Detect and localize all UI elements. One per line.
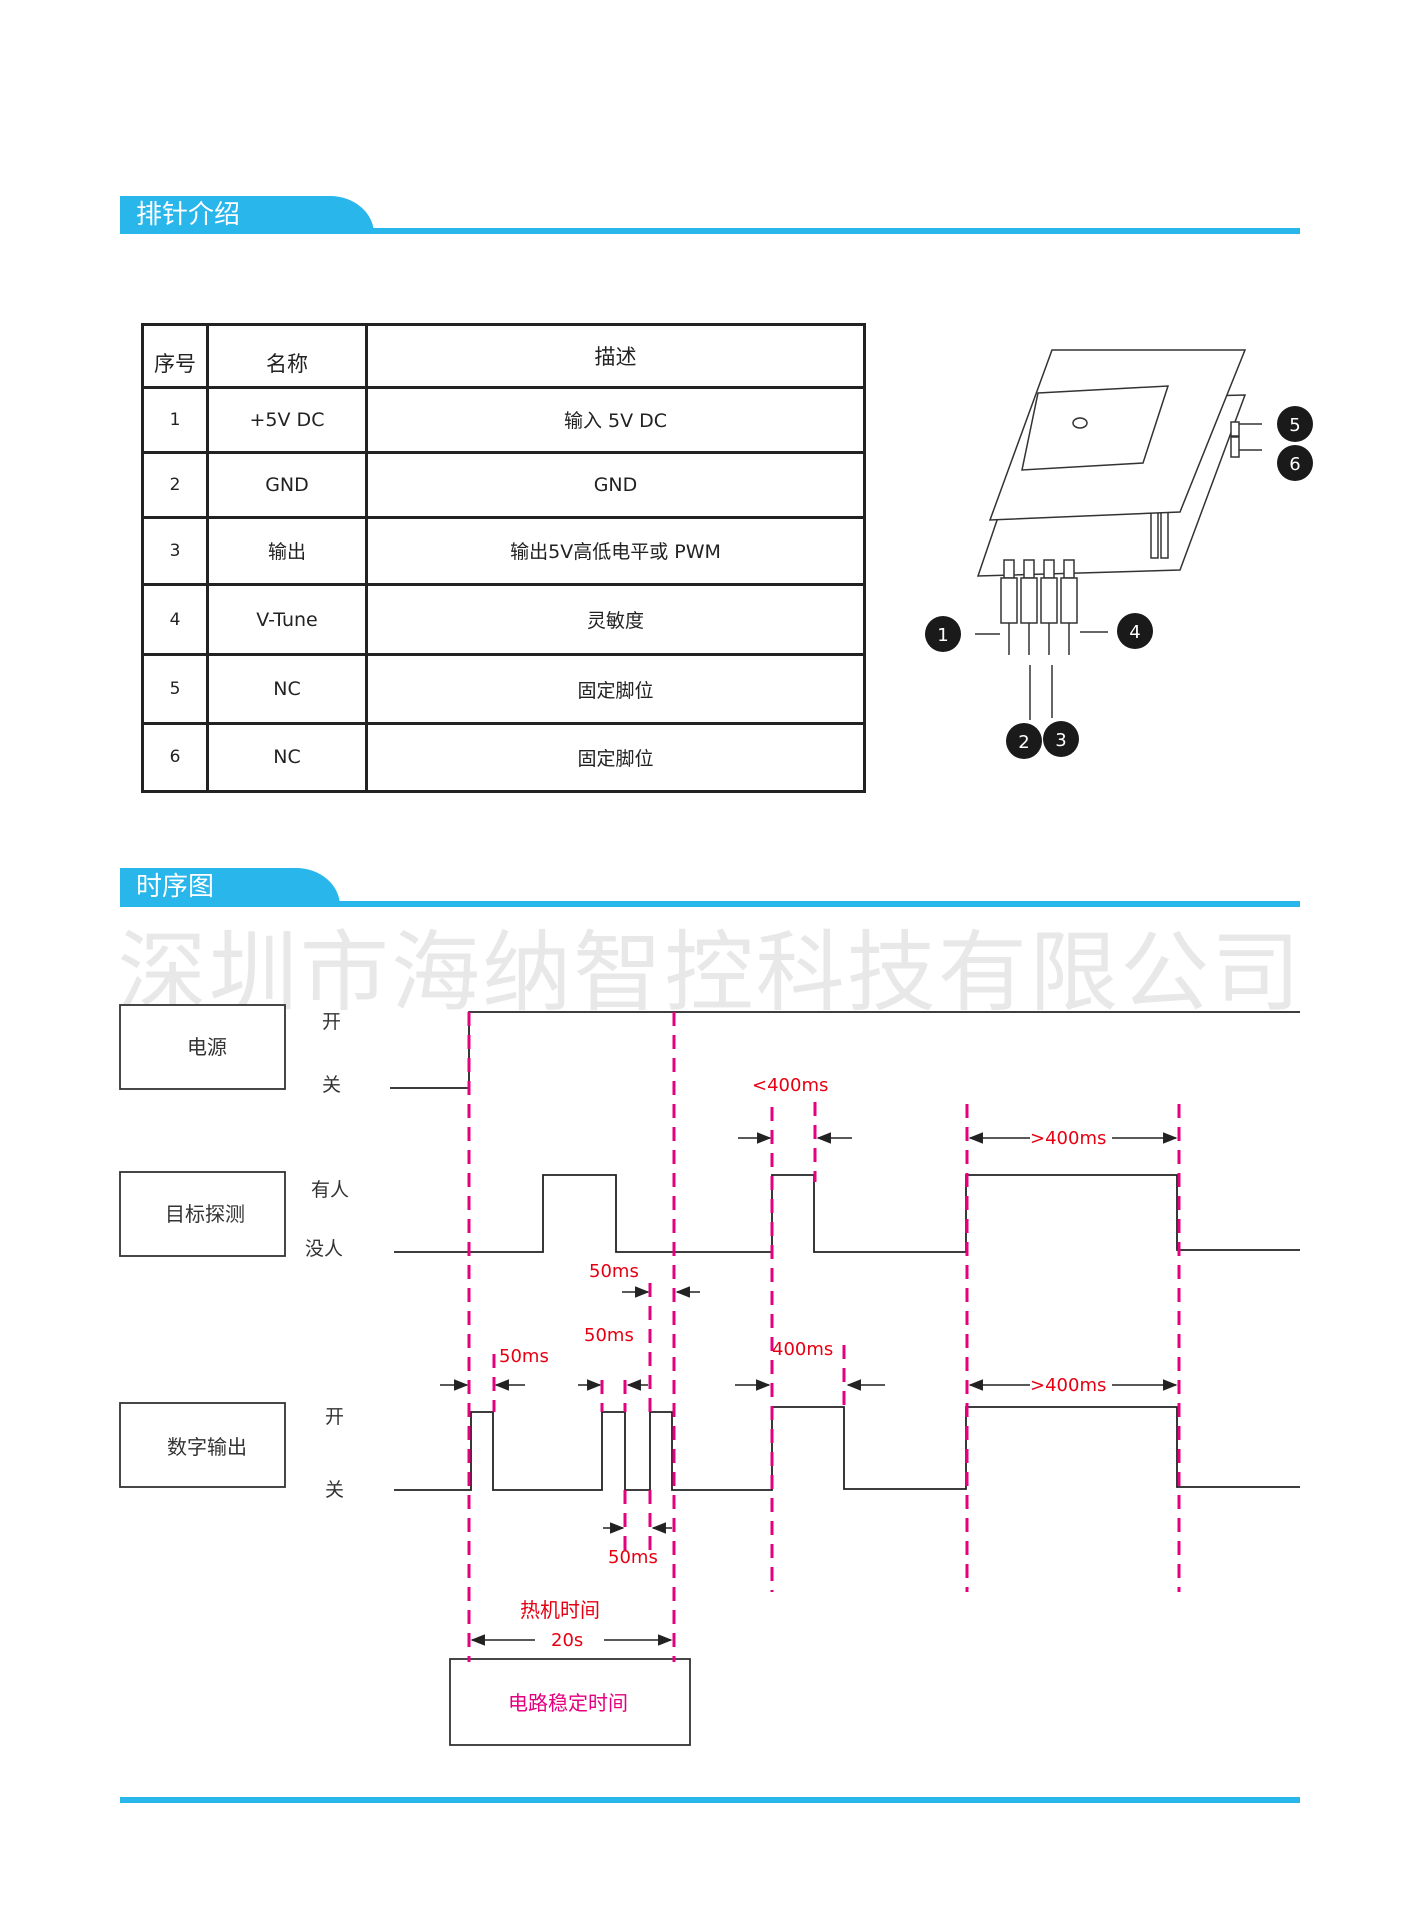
annotation-gt400-detect: >400ms: [1030, 1128, 1106, 1149]
table-row: 6 NC 固定脚位: [141, 721, 866, 794]
table-cell: NC: [206, 653, 368, 725]
table-cell: 5: [141, 653, 209, 725]
row-label-digital: 数字输出: [167, 1435, 247, 1459]
pin-marker-label: 1: [937, 625, 948, 646]
section-divider-pins: [120, 228, 1300, 234]
side-pin: [1230, 436, 1240, 458]
footer-divider: [120, 1797, 1300, 1803]
pin-marker-label: 4: [1129, 622, 1140, 643]
sensor-window: [1021, 385, 1170, 471]
table-row: 3 输出 输出5V高低电平或 PWM: [141, 515, 866, 587]
pin-marker-label: 5: [1289, 415, 1300, 436]
pin-marker-label: 3: [1055, 730, 1066, 751]
table-header-cell: 描述: [365, 322, 866, 390]
front-pin-group: [1000, 559, 1078, 655]
level-label-detect-yes: 有人: [311, 1179, 349, 1201]
row-label-power: 电源: [187, 1035, 227, 1059]
table-cell: GND: [206, 450, 368, 519]
section-tab-timing: 时序图: [120, 868, 340, 906]
row-label-detect: 目标探测: [165, 1202, 245, 1226]
pin-marker-5: [1277, 406, 1313, 442]
table-header-cell: 名称: [206, 322, 368, 390]
waveform-detect: [394, 1174, 1300, 1253]
level-label-out-on: 开: [325, 1406, 344, 1428]
pin-marker-1: [925, 616, 961, 652]
section-divider-timing: [120, 901, 1300, 907]
table-header-row: 序号 名称 描述: [141, 322, 866, 390]
section-tab-pins: 排针介绍: [120, 196, 374, 234]
table-cell: 输出5V高低电平或 PWM: [365, 515, 866, 587]
waveform-power: [390, 1011, 1300, 1089]
pin-marker-label: 6: [1289, 454, 1300, 475]
table-cell: 2: [141, 450, 209, 519]
table-cell: NC: [206, 721, 368, 794]
table-cell: 4: [141, 583, 209, 657]
table-cell: 6: [141, 721, 209, 794]
table-cell: 3: [141, 515, 209, 587]
pin-marker-4: [1117, 613, 1153, 649]
level-label-detect-no: 没人: [305, 1238, 343, 1260]
table-cell: 灵敏度: [365, 583, 866, 657]
table-cell: 固定脚位: [365, 653, 866, 725]
table-header-cell: 序号: [141, 322, 209, 390]
side-pin: [1230, 421, 1240, 437]
annotation-warmup: 热机时间: [520, 1598, 600, 1622]
annotation-400ms-out: 400ms: [772, 1339, 833, 1360]
table-cell: 输入 5V DC: [365, 386, 866, 454]
module-diagram: 1 2 3 4 5 6: [925, 349, 1313, 759]
level-label-power-off: 关: [322, 1074, 341, 1096]
pin-marker-6: [1277, 445, 1313, 481]
annotation-50ms-bottom: 50ms: [608, 1547, 658, 1568]
table-cell: 固定脚位: [365, 721, 866, 794]
table-cell: V-Tune: [206, 583, 368, 657]
annotation-gt400-out: >400ms: [1030, 1375, 1106, 1396]
table-cell: +5V DC: [206, 386, 368, 454]
annotation-lt400: <400ms: [752, 1075, 828, 1096]
table-cell: 1: [141, 386, 209, 454]
pin-marker-3: [1043, 721, 1079, 757]
row-label-box-digital: [119, 1402, 286, 1488]
section-title-timing: 时序图: [136, 872, 215, 902]
table-cell: GND: [365, 450, 866, 519]
table-row: 4 V-Tune 灵敏度: [141, 583, 866, 657]
level-label-power-on: 开: [322, 1011, 341, 1033]
pin-marker-2: [1006, 723, 1042, 759]
level-label-out-off: 关: [325, 1479, 344, 1501]
table-row: 1 +5V DC 输入 5V DC: [141, 386, 866, 454]
annotation-50ms-a: 50ms: [499, 1346, 549, 1367]
annotation-50ms-b: 50ms: [584, 1325, 634, 1346]
sensor-hole: [1072, 417, 1088, 429]
pin-marker-label: 2: [1018, 732, 1029, 753]
annotation-50ms-top: 50ms: [589, 1261, 639, 1282]
stabilize-label: 电路稳定时间: [508, 1691, 628, 1715]
row-label-box-detect: [119, 1171, 286, 1257]
stabilize-box: [449, 1658, 691, 1746]
waveform-digital: [394, 1406, 1300, 1491]
table-row: 2 GND GND: [141, 450, 866, 519]
pin-table: 序号 名称 描述 1 +5V DC 输入 5V DC 2 GND GND 3 输…: [141, 322, 866, 794]
section-title-pins: 排针介绍: [136, 200, 241, 230]
table-row: 5 NC 固定脚位: [141, 653, 866, 725]
row-label-box-power: [119, 1004, 286, 1090]
table-cell: 输出: [206, 515, 368, 587]
watermark-text: 深圳市海纳智控科技有限公司: [118, 921, 1303, 1024]
annotation-warmup-value: 20s: [551, 1630, 583, 1651]
